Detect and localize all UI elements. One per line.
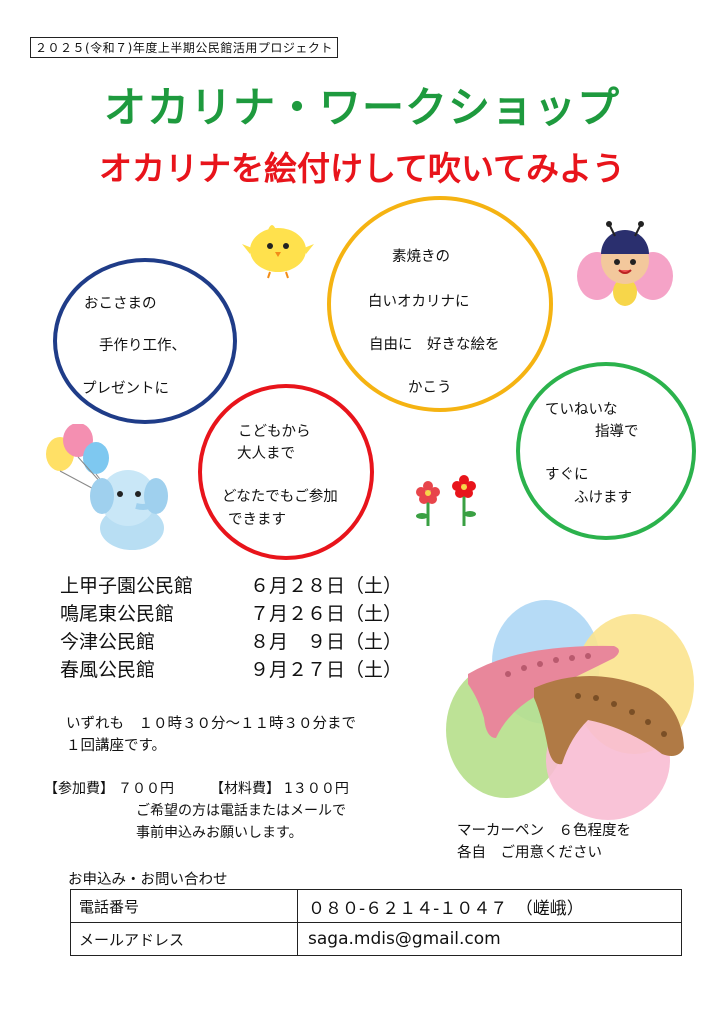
everyone-bubble: [198, 384, 374, 560]
phone-value[interactable]: ０８０-６２１４-１０４７ （嵯峨）: [297, 889, 682, 923]
elephant-with-balloons-icon: [46, 424, 168, 550]
teaching-bubble-line: すぐに: [545, 467, 589, 483]
chick-icon: [242, 225, 314, 279]
paint-bubble-line: 自由に 好きな絵を: [369, 337, 500, 353]
everyone-bubble-line: こどもから: [238, 424, 311, 440]
schedule-row: 春風公民館 ９月２７日（土）: [60, 656, 402, 684]
teaching-bubble-line: 指導で: [595, 424, 639, 440]
teaching-bubble: [516, 362, 696, 540]
apply-note-line: ご希望の方は電話またはメールで: [136, 803, 346, 819]
marker-note-line: マーカーペン ６色程度を: [457, 823, 631, 839]
ocarina-image: [446, 600, 694, 820]
paint-bubble: [327, 196, 553, 412]
everyone-bubble-line: できます: [228, 512, 286, 528]
phone-label: 電話番号: [70, 889, 298, 923]
flowers-icon: [416, 475, 476, 526]
contact-table: 電話番号 ０８０-６２１４-１０４７ （嵯峨） メールアドレス saga.mdi…: [70, 889, 682, 956]
page-title: オカリナ・ワークショップ: [103, 83, 620, 132]
project-tag: ２０２５(令和７)年度上半期公民館活用プロジェクト: [30, 37, 338, 58]
venue-date: ６月２８日（土）: [250, 575, 403, 597]
everyone-bubble-line: どなたでもご参加: [222, 489, 338, 505]
marker-note: マーカーペン ６色程度を 各自 ご用意ください: [457, 820, 631, 864]
teaching-bubble-line: ふけます: [574, 490, 632, 506]
paint-bubble-line: 素焼きの: [392, 249, 450, 265]
venue-date: ７月２６日（土）: [250, 603, 403, 625]
contact-row: メールアドレス saga.mdis@gmail.com: [70, 922, 682, 956]
marker-note-line: 各自 ご用意ください: [457, 845, 602, 861]
schedule-row: 上甲子園公民館 ６月２８日（土）: [60, 572, 402, 600]
material-fee-label: 【材料費】: [210, 781, 280, 797]
time-note-line: いずれも １０時３０分～１１時３０分まで: [66, 716, 356, 732]
email-label: メールアドレス: [70, 922, 298, 956]
kids-bubble: [53, 258, 237, 424]
kids-bubble-line: プレゼントに: [82, 381, 169, 397]
venue-name: 上甲子園公民館: [60, 575, 194, 597]
participation-fee-value: ７００円: [118, 781, 174, 797]
venue-name: 春風公民館: [60, 659, 156, 681]
teaching-bubble-line: ていねいな: [545, 402, 618, 418]
time-note-line: １回講座です。: [66, 738, 167, 754]
fee-info: 【参加費】７００円 【材料費】1３００円 ご希望の方は電話またはメールで 事前申込…: [44, 778, 349, 844]
venue-date: ８月 ９日（土）: [250, 631, 403, 653]
apply-note-line: 事前申込みお願いします。: [136, 825, 303, 841]
everyone-bubble-line: 大人まで: [237, 446, 295, 462]
venue-name: 今津公民館: [60, 631, 156, 653]
kids-bubble-line: おこさまの: [84, 296, 157, 312]
contact-row: 電話番号 ０８０-６２１４-１０４７ （嵯峨）: [70, 889, 682, 923]
contact-heading: お申込み・お問い合わせ: [68, 872, 228, 888]
schedule-list: 上甲子園公民館 ６月２８日（土） 鳴尾東公民館 ７月２６日（土） 今津公民館 ８…: [60, 572, 402, 684]
kids-bubble-line: 手作り工作、: [99, 338, 186, 354]
venue-date: ９月２７日（土）: [250, 659, 403, 681]
participation-fee-label: 【参加費】: [44, 781, 114, 797]
paint-bubble-line: 白いオカリナに: [368, 294, 470, 310]
ladybug-icon: [577, 221, 673, 306]
page-subtitle: オカリナを絵付けして吹いてみよう: [98, 149, 626, 188]
venue-name: 鳴尾東公民館: [60, 603, 175, 625]
email-value[interactable]: saga.mdis@gmail.com: [297, 922, 682, 956]
time-note: いずれも １０時３０分～１１時３０分まで １回講座です。: [66, 713, 356, 757]
material-fee-value: 1３００円: [284, 781, 349, 797]
schedule-row: 鳴尾東公民館 ７月２６日（土）: [60, 600, 402, 628]
paint-bubble-line: かこう: [408, 380, 452, 396]
schedule-row: 今津公民館 ８月 ９日（土）: [60, 628, 402, 656]
